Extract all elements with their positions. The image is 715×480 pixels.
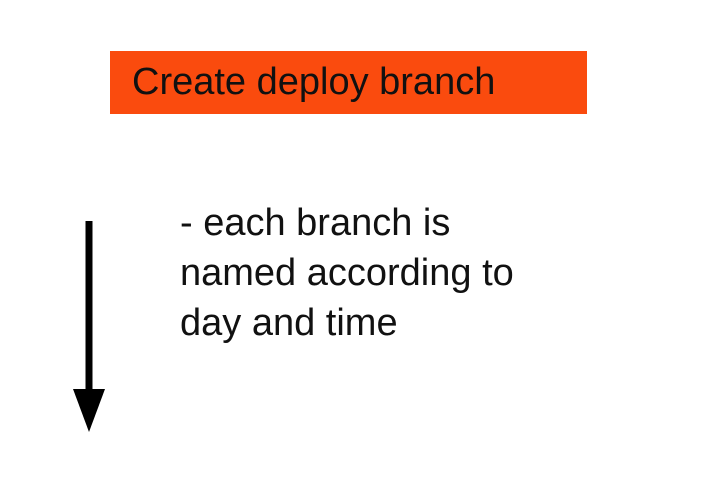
note-line-2: named according to xyxy=(180,252,514,294)
down-arrow-icon xyxy=(73,221,105,432)
create-deploy-branch-box: Create deploy branch xyxy=(110,51,587,114)
create-deploy-branch-label: Create deploy branch xyxy=(132,61,496,103)
note-line-1: - each branch is xyxy=(180,202,451,244)
note-line-3: day and time xyxy=(180,302,398,344)
branch-naming-note: - each branch is named according to day … xyxy=(180,198,600,348)
